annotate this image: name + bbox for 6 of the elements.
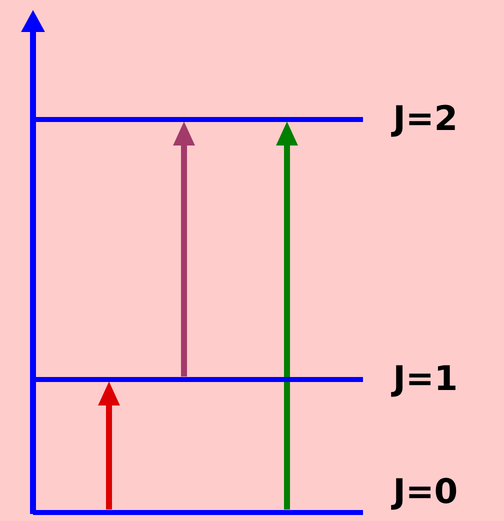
- level-label: J=1: [393, 362, 458, 396]
- transition-arrow: [276, 122, 298, 510]
- level-label: J=2: [393, 102, 458, 136]
- level-label: J=0: [393, 475, 458, 509]
- transition-arrow: [98, 382, 120, 510]
- transition-arrow: [173, 122, 195, 376]
